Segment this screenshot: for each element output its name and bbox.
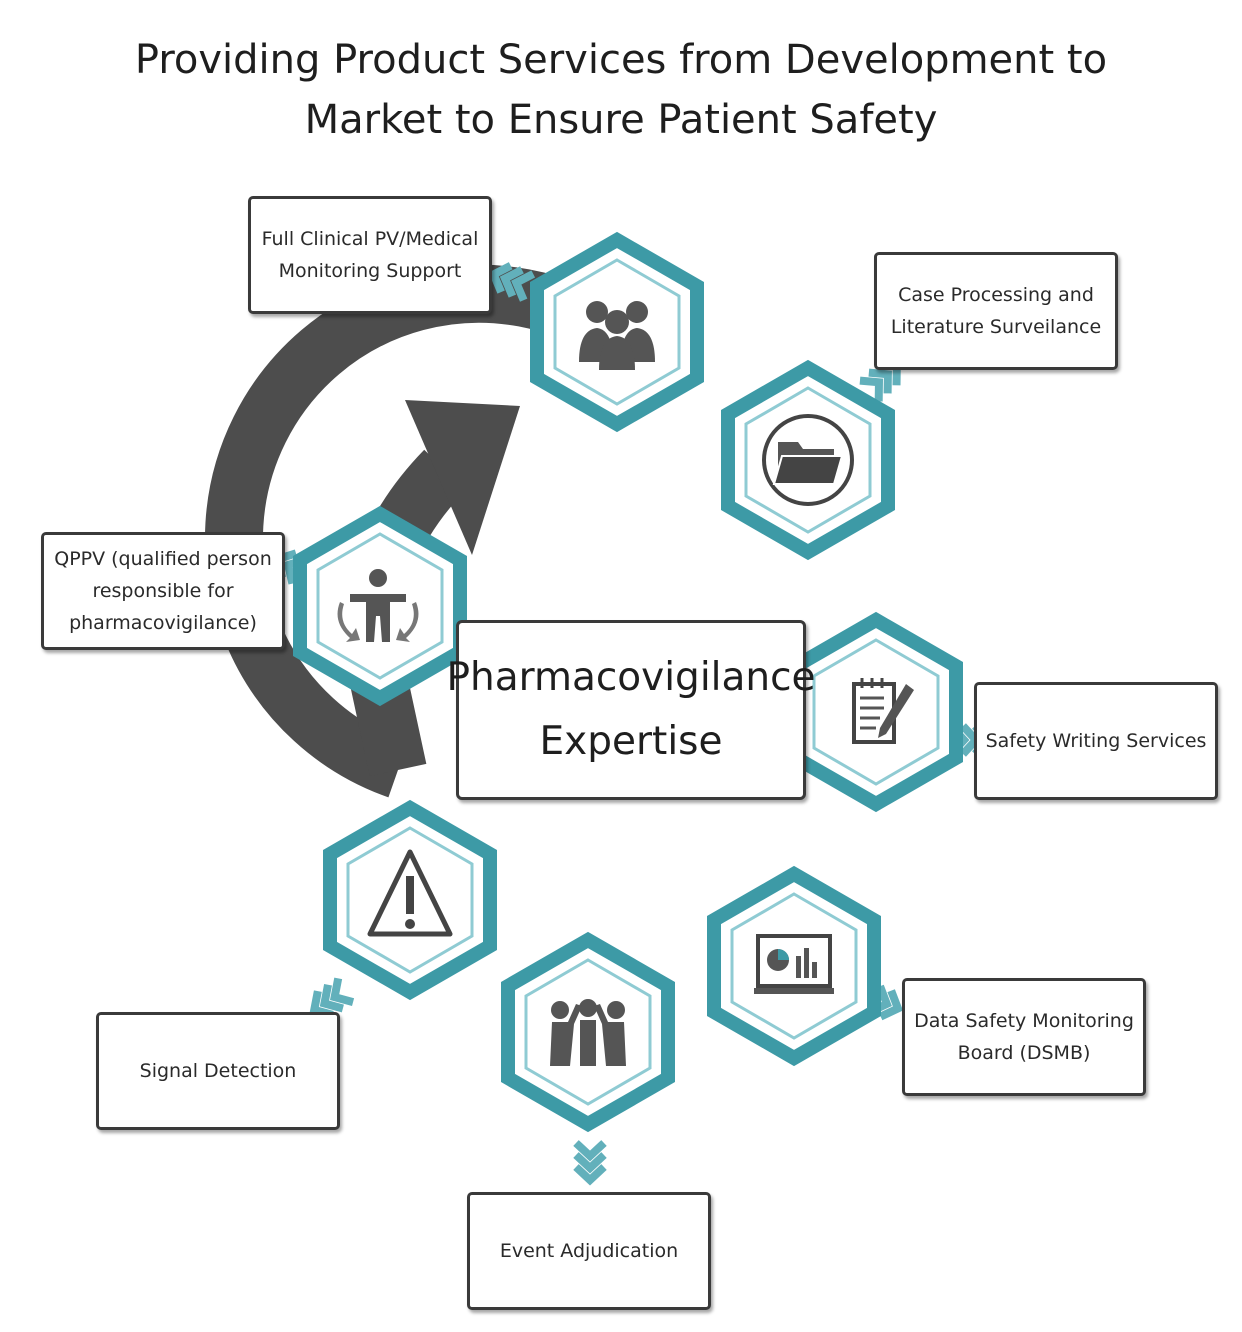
- center-line-1: Pharmacovigilance: [446, 655, 816, 700]
- folder-icon: [762, 414, 854, 506]
- hex-node-monitor: [707, 865, 881, 1067]
- service-label: Case Processing and Literature Surveilan…: [890, 284, 1102, 338]
- people-group-icon: [579, 301, 655, 370]
- service-box-event-adjudication: Event Adjudication: [467, 1192, 711, 1310]
- service-label: Safety Writing Services: [985, 730, 1207, 752]
- service-box-clinical-pv: Full Clinical PV/Medical Monitoring Supp…: [248, 196, 492, 314]
- service-box-qppv: QPPV (qualified person responsible for p…: [41, 532, 285, 650]
- hex-node-folder: [721, 359, 895, 561]
- warning-triangle-icon: [367, 849, 453, 937]
- hex-node-warning: [323, 799, 497, 1001]
- hex-node-people: [530, 231, 704, 433]
- chevron-connector-5: [576, 1143, 604, 1180]
- service-label: Event Adjudication: [499, 1240, 679, 1262]
- center-label-box: Pharmacovigilance Expertise: [446, 620, 816, 800]
- hex-node-person: [293, 505, 467, 707]
- service-box-signal-detection: Signal Detection: [96, 1012, 340, 1130]
- team-arms-up-icon: [550, 999, 626, 1066]
- hex-node-team: [501, 931, 675, 1133]
- notepad-pen-icon: [852, 678, 914, 744]
- service-label: QPPV (qualified person responsible for p…: [54, 548, 272, 634]
- person-arrows-icon: [337, 569, 419, 642]
- title-line-2: Market to Ensure Patient Safety: [304, 97, 938, 143]
- service-box-dsmb: Data Safety Monitoring Board (DSMB): [902, 978, 1146, 1096]
- service-box-safety-writing: Safety Writing Services: [974, 682, 1218, 800]
- process-ring: [204, 264, 632, 798]
- diagram-title: Providing Product Services from Developm…: [0, 30, 1242, 150]
- hex-node-notepad: [789, 611, 963, 813]
- title-line-1: Providing Product Services from Developm…: [134, 37, 1108, 83]
- ring-arrowhead: [405, 400, 520, 555]
- service-box-case-processing: Case Processing and Literature Surveilan…: [874, 252, 1118, 370]
- service-label: Data Safety Monitoring Board (DSMB): [914, 1010, 1134, 1064]
- service-label: Full Clinical PV/Medical Monitoring Supp…: [261, 228, 479, 282]
- monitor-chart-icon: [754, 934, 834, 994]
- service-label: Signal Detection: [139, 1060, 297, 1082]
- center-line-2: Expertise: [539, 719, 723, 764]
